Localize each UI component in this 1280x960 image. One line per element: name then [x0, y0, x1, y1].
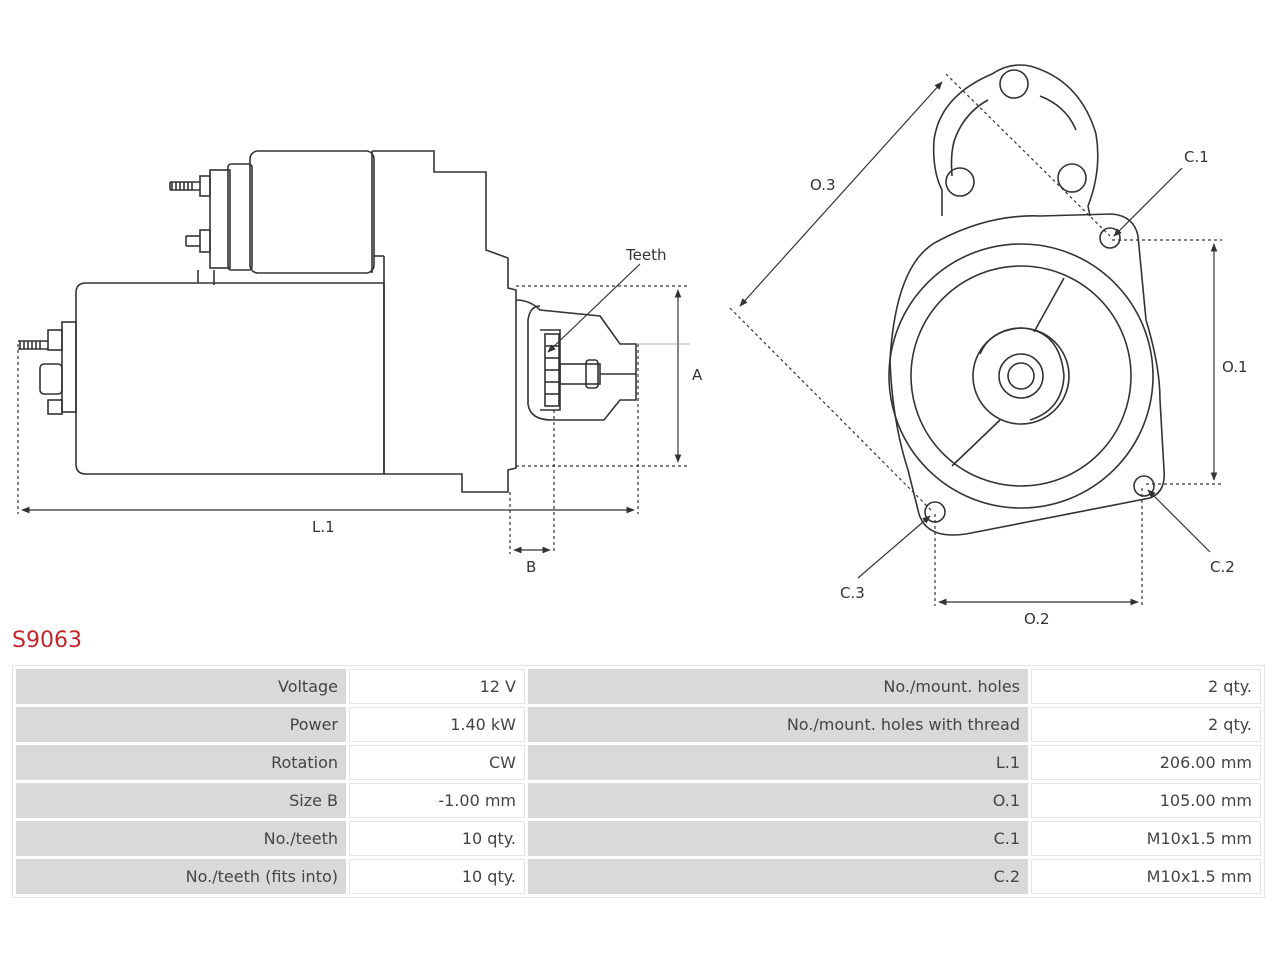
dim-c2-label: C.2: [1210, 558, 1235, 576]
spec-label: Power: [16, 707, 346, 742]
spec-value: 105.00 mm: [1031, 783, 1261, 818]
table-row: Power 1.40 kW No./mount. holes with thre…: [16, 707, 1261, 742]
spec-value: 206.00 mm: [1031, 745, 1261, 780]
front-view: [888, 64, 1166, 536]
spec-label: C.1: [528, 821, 1028, 856]
table-row: Voltage 12 V No./mount. holes 2 qty.: [16, 669, 1261, 704]
spec-label: No./teeth: [16, 821, 346, 856]
side-view: [18, 150, 637, 493]
spec-value: 1.40 kW: [349, 707, 525, 742]
table-row: No./teeth (fits into) 10 qty. C.2 M10x1.…: [16, 859, 1261, 894]
spec-label: C.2: [528, 859, 1028, 894]
spec-label: No./teeth (fits into): [16, 859, 346, 894]
spec-label: Size B: [16, 783, 346, 818]
dim-o3-label: O.3: [810, 176, 836, 194]
spec-label: Voltage: [16, 669, 346, 704]
spec-value: M10x1.5 mm: [1031, 821, 1261, 856]
spec-table: Voltage 12 V No./mount. holes 2 qty. Pow…: [12, 665, 1265, 898]
teeth-label: Teeth: [625, 246, 666, 264]
spec-value: 12 V: [349, 669, 525, 704]
spec-value: 2 qty.: [1031, 707, 1261, 742]
spec-value: 10 qty.: [349, 859, 525, 894]
dim-b-label: B: [526, 558, 536, 576]
table-row: No./teeth 10 qty. C.1 M10x1.5 mm: [16, 821, 1261, 856]
dim-a-label: A: [692, 366, 703, 384]
dim-o1-label: O.1: [1222, 358, 1248, 376]
spec-label: No./mount. holes with thread: [528, 707, 1028, 742]
side-view-dimensions: [17, 263, 690, 554]
spec-value: 2 qty.: [1031, 669, 1261, 704]
dim-l1-label: L.1: [312, 518, 335, 536]
dim-c3-label: C.3: [840, 584, 865, 602]
table-row: Size B -1.00 mm O.1 105.00 mm: [16, 783, 1261, 818]
technical-drawing: Teeth A L.1 B O.3 C.1 O.1 C.2 C.3 O.2: [17, 64, 1248, 625]
table-row: Rotation CW L.1 206.00 mm: [16, 745, 1261, 780]
part-code-title: S9063: [12, 628, 82, 653]
spec-value: 10 qty.: [349, 821, 525, 856]
spec-value: M10x1.5 mm: [1031, 859, 1261, 894]
spec-value: -1.00 mm: [349, 783, 525, 818]
spec-value: CW: [349, 745, 525, 780]
spec-label: O.1: [528, 783, 1028, 818]
spec-label: Rotation: [16, 745, 346, 780]
front-view-dimensions: [729, 73, 1222, 606]
dim-o2-label: O.2: [1024, 610, 1050, 625]
spec-label: L.1: [528, 745, 1028, 780]
dim-c1-label: C.1: [1184, 148, 1209, 166]
spec-label: No./mount. holes: [528, 669, 1028, 704]
